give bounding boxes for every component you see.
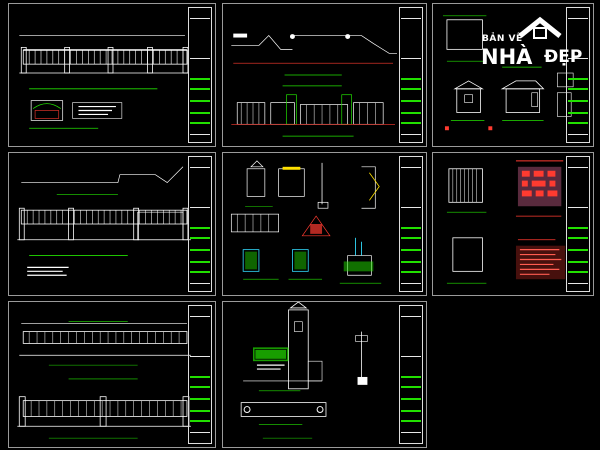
watermark-logo: BẢN VẼ NHÀ ĐẸP [478, 14, 588, 70]
fence-details-graphic [230, 160, 382, 284]
drawing-sheet-fence-details[interactable] [222, 152, 427, 296]
gatehouse-notes-graphic [446, 160, 566, 284]
title-block [399, 156, 423, 292]
gate-elevation-graphic [231, 33, 397, 137]
house-roof-icon [518, 16, 562, 39]
guardhouse-graphic [442, 15, 574, 131]
drawing-sheet-gate-pillar[interactable] [222, 301, 427, 448]
title-block [399, 305, 423, 444]
fence-elevation-graphic [17, 321, 191, 439]
drawing-sheet-gate-elevation[interactable] [222, 3, 427, 147]
fence-elevation-graphic [19, 35, 189, 129]
title-block [566, 156, 590, 292]
drawing-sheet-fence-elevation-1[interactable] [8, 3, 216, 147]
gate-pillar-graphic [240, 302, 368, 439]
title-block [188, 156, 212, 292]
watermark-line3: ĐẸP [544, 47, 583, 67]
drawing-sheet-guardhouse[interactable] [432, 3, 594, 147]
fence-elevation-graphic [17, 166, 191, 276]
title-block [188, 7, 212, 143]
watermark-line1: BẢN VẼ [482, 34, 523, 44]
title-block [566, 7, 590, 143]
title-block [188, 305, 212, 444]
drawing-sheet-fence-elevation-3[interactable] [8, 301, 216, 448]
title-block [399, 7, 423, 143]
drawing-sheet-fence-elevation-2[interactable] [8, 152, 216, 296]
watermark-line2: NHÀ [481, 45, 533, 69]
drawing-sheet-gatehouse-notes[interactable] [432, 152, 594, 296]
